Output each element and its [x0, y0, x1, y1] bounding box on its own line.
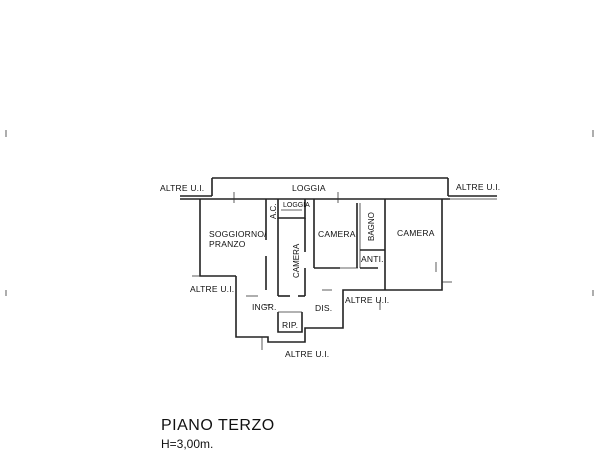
label-rip: RIP.: [282, 320, 298, 330]
label-bagno: BAGNO: [367, 212, 376, 241]
interior-walls: [246, 199, 437, 333]
label-camera-right: CAMERA: [397, 228, 435, 238]
label-altre-ui-top-left: ALTRE U.I.: [160, 183, 204, 193]
plan-height: H=3,00m.: [161, 437, 214, 451]
label-dis: DIS.: [315, 303, 332, 313]
label-soggiorno-line2: PRANZO: [209, 239, 246, 249]
label-loggia-top: LOGGIA: [292, 183, 326, 193]
label-altre-ui-left: ALTRE U.I.: [190, 284, 234, 294]
outer-walls: [199, 199, 443, 343]
label-loggia-small: LOGGIA: [283, 202, 310, 209]
label-altre-ui-bottom: ALTRE U.I.: [285, 349, 329, 359]
label-camera-vertical: CAMERA: [292, 243, 301, 278]
label-anti: ANTI.: [361, 254, 384, 264]
boundary-ticks: [192, 275, 452, 350]
label-camera-center: CAMERA: [318, 229, 356, 239]
label-altre-ui-top-right: ALTRE U.I.: [456, 182, 500, 192]
plan-title: PIANO TERZO: [161, 417, 275, 434]
label-soggiorno-line1: SOGGIORNO/: [209, 229, 267, 239]
label-altre-ui-right: ALTRE U.I.: [345, 295, 389, 305]
loggia-band: [180, 177, 497, 203]
label-ingr: INGR.: [252, 302, 277, 312]
label-ac: A.C.: [269, 203, 278, 219]
